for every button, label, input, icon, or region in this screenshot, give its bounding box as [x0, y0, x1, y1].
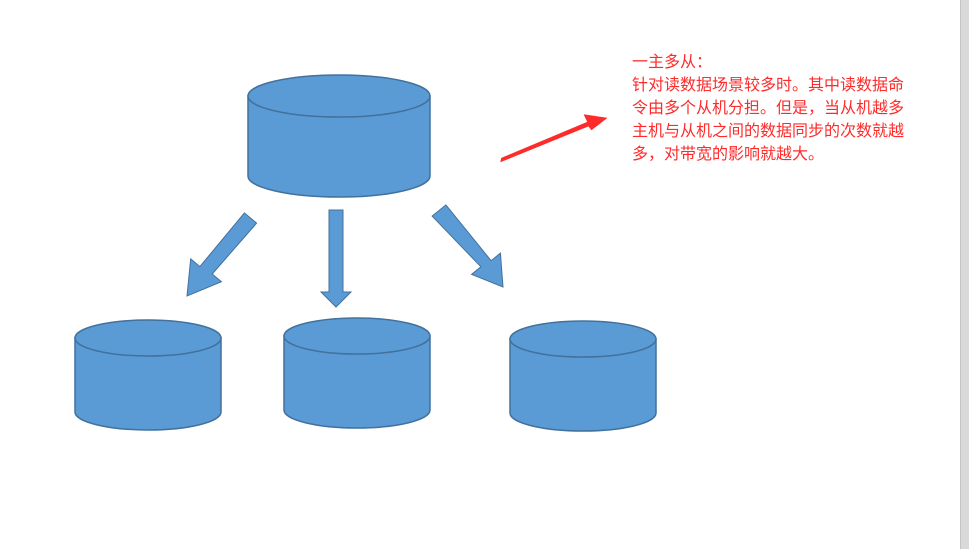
- slave-database-cylinder-1: [74, 319, 222, 431]
- annotation-text-block: 一主多从： 针对读数据场景较多时。其中读数据命 令由多个从机分担。但是，当从机越…: [632, 50, 957, 165]
- slave-3-cylinder-body: [509, 338, 657, 432]
- master-database-cylinder: [247, 74, 431, 198]
- slave-2-cylinder-top: [283, 317, 431, 355]
- annotation-line-2: 令由多个从机分担。但是，当从机越多: [632, 98, 905, 117]
- slave-1-cylinder-body: [74, 337, 222, 431]
- arrow-to-slave-right: [431, 204, 504, 288]
- arrow-to-slave-center: [319, 209, 353, 308]
- slave-database-cylinder-2: [283, 317, 431, 429]
- master-cylinder-top: [247, 74, 431, 118]
- master-cylinder-body: [247, 95, 431, 198]
- slave-1-cylinder-top: [74, 319, 222, 357]
- annotation-line-4: 多，对带宽的影响就越大。: [632, 144, 825, 163]
- annotation-heading: 一主多从：: [632, 52, 713, 71]
- annotation-line-3: 主机与从机之间的数据同步的次数就越: [632, 121, 905, 140]
- vertical-scrollbar[interactable]: [960, 0, 969, 549]
- slave-3-cylinder-top: [509, 320, 657, 358]
- slave-database-cylinder-3: [509, 320, 657, 432]
- arrow-to-slave-left: [186, 212, 258, 297]
- annotation-line-1: 针对读数据场景较多时。其中读数据命: [632, 75, 905, 94]
- annotation-pointer-arrow: [500, 114, 608, 163]
- slave-2-cylinder-body: [283, 335, 431, 429]
